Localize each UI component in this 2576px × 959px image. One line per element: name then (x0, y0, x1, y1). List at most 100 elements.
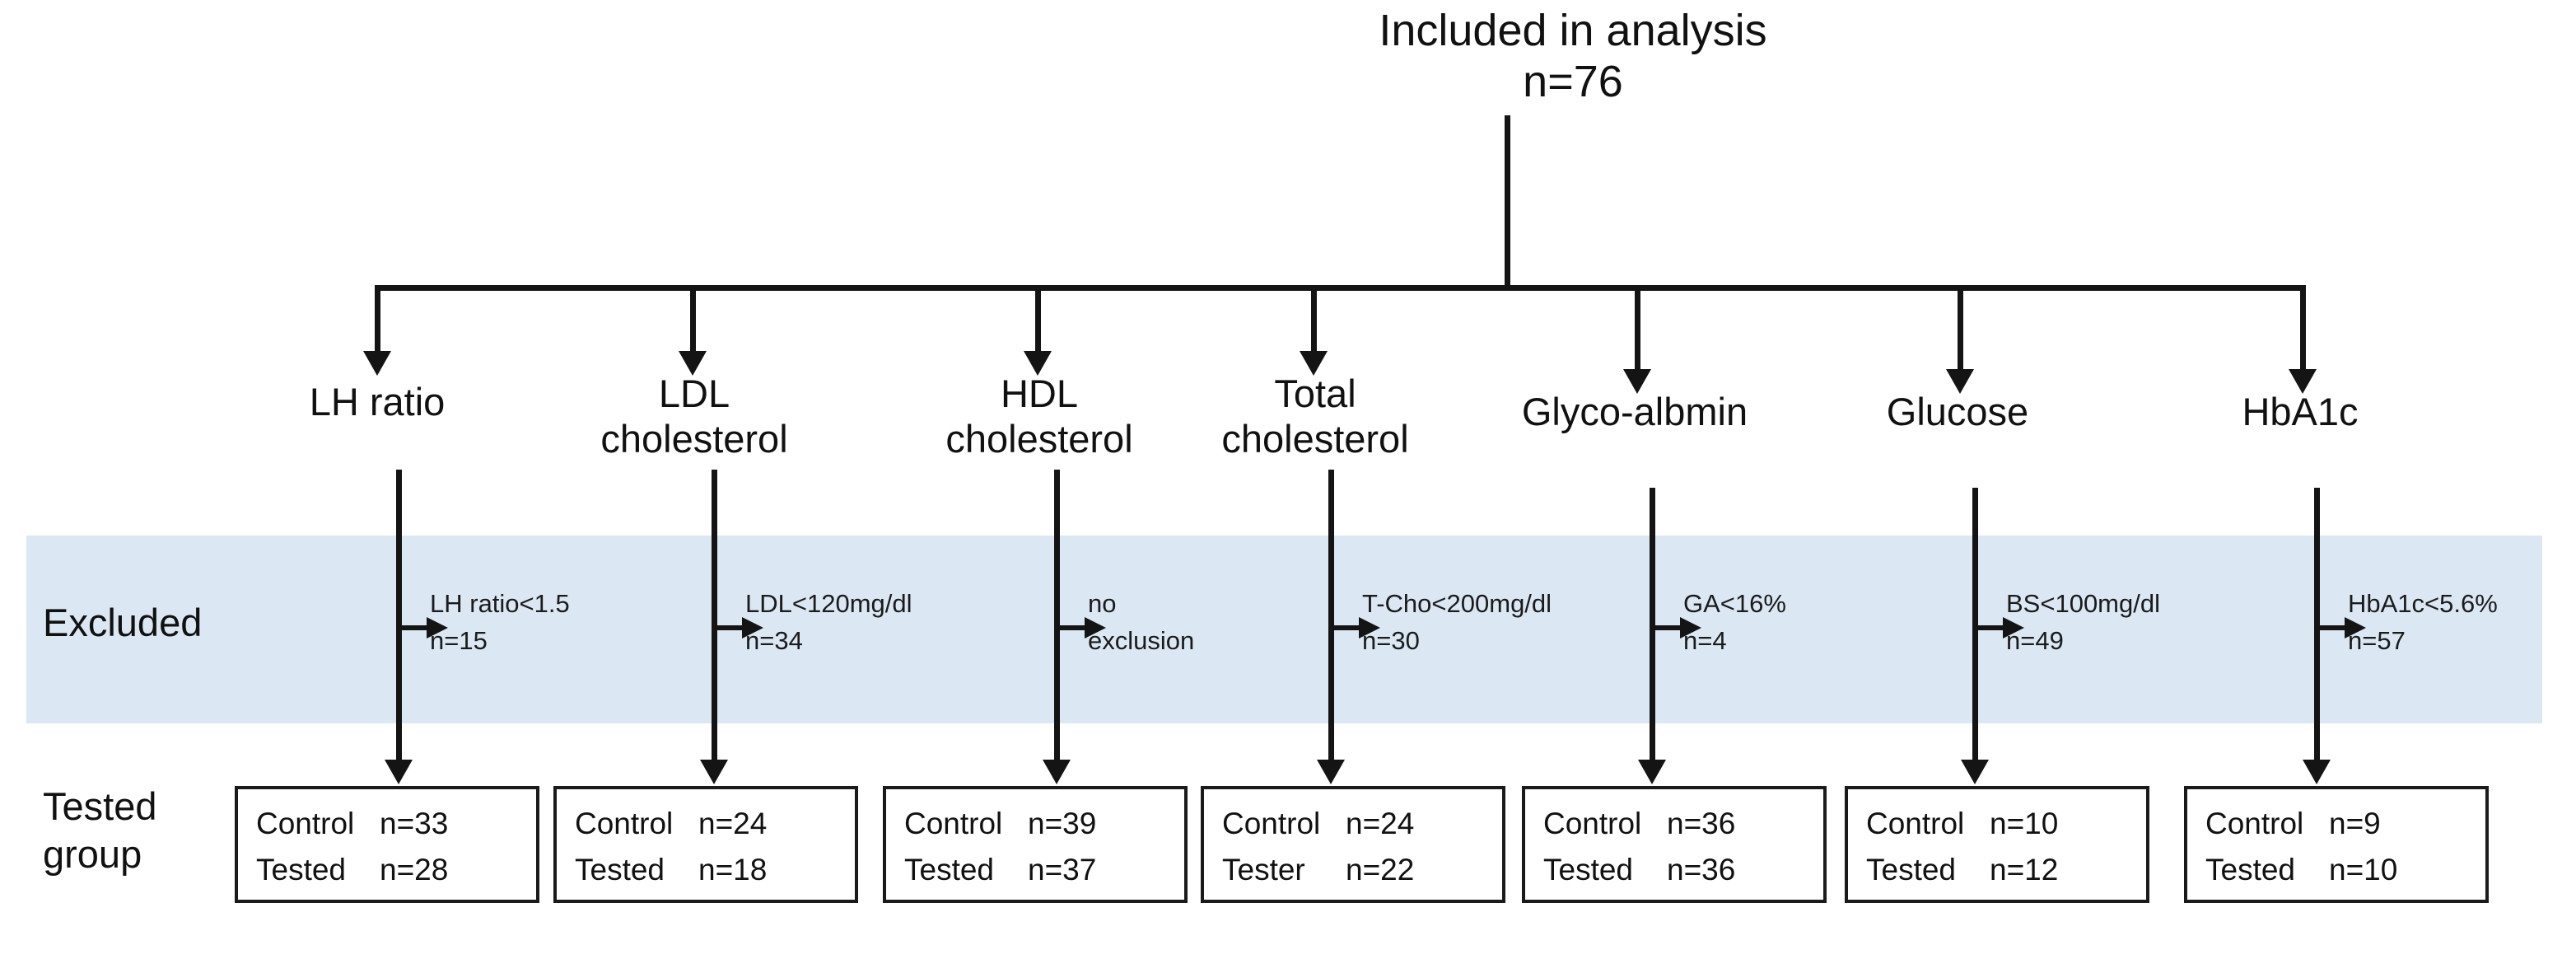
result-control-line: Control n=10 (1866, 801, 2146, 847)
branch-arrow-6 (1946, 369, 1974, 394)
control-label: Control (256, 807, 355, 840)
branch-header-line1: Glucose (1886, 390, 2029, 433)
branch-header-hba1c: HbA1c (2144, 389, 2457, 434)
stem-arrow-7 (2303, 760, 2331, 784)
branch-header-lh-ratio: LH ratio (221, 379, 534, 424)
tested-count: n=18 (698, 853, 768, 886)
exclusion-count: n=4 (1683, 626, 1727, 655)
result-control-line: Control n=33 (256, 801, 536, 847)
exclusion-criterion: GA<16% (1683, 589, 1786, 618)
exclusion-stub-3 (1060, 625, 1086, 630)
exclusion-arrow-1 (427, 617, 448, 639)
branch-riser-1 (375, 285, 380, 356)
stem-line-2 (712, 470, 717, 766)
tested-label: Tested (256, 853, 347, 886)
stem-arrow-1 (385, 760, 413, 784)
exclusion-count: n=57 (2348, 626, 2406, 655)
root-node-title: Included in analysis (1379, 6, 1767, 55)
branch-riser-4 (1311, 285, 1317, 356)
root-node-count: n=76 (1523, 57, 1623, 106)
tested-group-label-line1: Tested (43, 784, 157, 828)
control-label: Control (904, 807, 1003, 840)
exclusion-criterion: HbA1c<5.6% (2348, 589, 2498, 618)
exclusion-note-glyco-albmin: GA<16% n=4 (1683, 585, 1786, 659)
tested-group-label-line2: group (43, 832, 142, 876)
control-count: n=24 (1346, 807, 1415, 840)
exclusion-arrow-3 (1085, 617, 1106, 639)
exclusion-note-hba1c: HbA1c<5.6% n=57 (2348, 585, 2498, 659)
control-count: n=33 (380, 807, 449, 840)
result-tested-line: Tested n=18 (575, 847, 855, 893)
branch-header-line2: cholesterol (1221, 417, 1409, 461)
exclusion-stub-4 (1334, 625, 1360, 630)
tested-group-row-label: Tested group (43, 783, 240, 878)
result-tested-line: Tested n=28 (256, 847, 536, 893)
branch-arrow-1 (363, 351, 391, 376)
tested-count: n=10 (2329, 853, 2398, 886)
branch-arrow-4 (1300, 351, 1328, 376)
tested-count: n=28 (380, 853, 449, 886)
root-node: Included in analysis n=76 (1285, 5, 1861, 107)
branch-header-ldl-cholesterol: LDL cholesterol (538, 371, 851, 461)
tested-count: n=36 (1667, 853, 1736, 886)
stem-line-3 (1054, 470, 1060, 766)
exclusion-arrow-2 (742, 617, 763, 639)
result-tested-line: Tested n=10 (2205, 847, 2485, 893)
stem-line-1 (396, 470, 402, 766)
stem-line-5 (1650, 488, 1655, 766)
exclusion-count: n=15 (430, 626, 488, 655)
result-control-line: Control n=24 (1222, 801, 1502, 847)
stem-arrow-5 (1638, 760, 1666, 784)
exclusion-note-ldl: LDL<120mg/dl n=34 (745, 585, 912, 659)
branch-arrow-7 (2289, 369, 2317, 394)
tested-label: Tested (575, 853, 665, 886)
exclusion-arrow-6 (2003, 617, 2024, 639)
branch-arrow-3 (1024, 351, 1052, 376)
exclusion-note-lh-ratio: LH ratio<1.5 n=15 (430, 585, 570, 659)
tested-count: n=12 (1990, 853, 2059, 886)
branch-riser-6 (1958, 285, 1963, 374)
stem-line-4 (1328, 470, 1334, 766)
exclusion-stub-1 (402, 625, 428, 630)
control-count: n=9 (2329, 807, 2381, 840)
stem-arrow-4 (1317, 760, 1345, 784)
branch-riser-3 (1035, 285, 1041, 356)
control-count: n=10 (1990, 807, 2059, 840)
tested-label: Tested (904, 853, 995, 886)
control-label: Control (1866, 807, 1965, 840)
branch-riser-2 (690, 285, 696, 356)
exclusion-count: exclusion (1088, 626, 1195, 655)
branch-riser-5 (1635, 285, 1640, 374)
exclusion-note-total-cholesterol: T-Cho<200mg/dl n=30 (1362, 585, 1552, 659)
branch-header-line1: LDL (658, 372, 730, 415)
exclusion-criterion: no (1088, 589, 1117, 618)
branch-arrow-2 (679, 351, 707, 376)
branch-header-glucose: Glucose (1801, 389, 2114, 434)
exclusion-criterion: LDL<120mg/dl (745, 589, 912, 618)
exclusion-arrow-5 (1680, 617, 1701, 639)
exclusion-count: n=49 (2006, 626, 2064, 655)
excluded-row-label: Excluded (43, 601, 203, 644)
branch-header-line1: HDL (1000, 372, 1079, 415)
tested-label: Tested (2205, 853, 2296, 886)
tested-label: Tested (1543, 853, 1634, 886)
control-label: Control (1222, 807, 1321, 840)
result-box-lh-ratio: Control n=33 Tested n=28 (235, 786, 539, 903)
exclusion-note-hdl: no exclusion (1088, 585, 1194, 659)
exclusion-stub-7 (2320, 625, 2346, 630)
result-box-glucose: Control n=10 Tested n=12 (1845, 786, 2149, 903)
branch-arrow-5 (1623, 369, 1651, 394)
root-trunk-line (1505, 115, 1510, 288)
tested-label: Tested (1866, 853, 1957, 886)
branch-header-line1: LH ratio (309, 380, 446, 423)
branch-header-line2: cholesterol (600, 417, 788, 461)
branch-header-total-cholesterol: Total cholesterol (1159, 371, 1472, 461)
stem-arrow-2 (700, 760, 728, 784)
